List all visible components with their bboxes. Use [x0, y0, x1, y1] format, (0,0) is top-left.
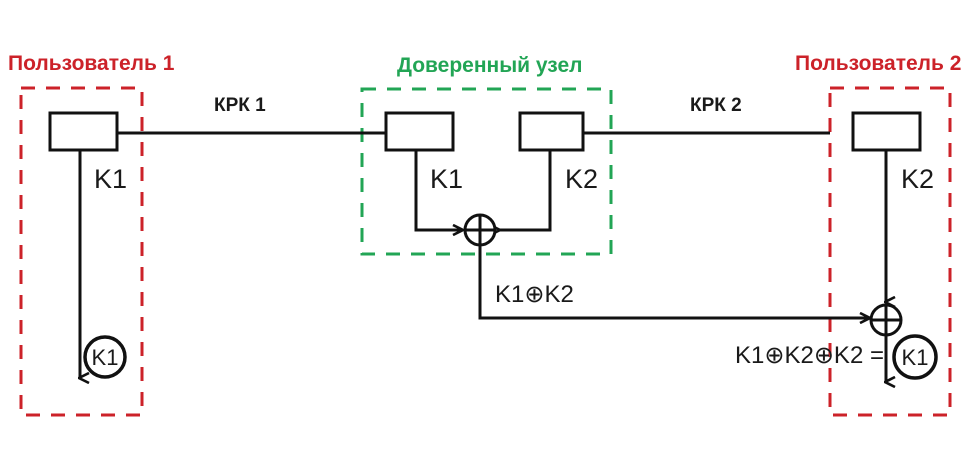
key-label-user2-box: K2 [901, 164, 934, 194]
wire-trusted-k2-to-xor [499, 150, 552, 230]
zone-boundary-user2 [828, 86, 952, 417]
wire-trusted-k1-to-xor [414, 150, 462, 230]
device-box-trusted-k1 [384, 111, 455, 152]
zone-boundary-trusted-node [360, 87, 613, 256]
key-label-trusted-k2: K2 [565, 164, 598, 194]
key-result-label-user2: K1 [902, 345, 929, 370]
zone-title-trusted-node: Доверенный узел [397, 54, 583, 77]
key-result-circle-user1 [83, 335, 127, 379]
zone-boundary-user1 [19, 86, 144, 417]
zone-title-user1: Пользователь 1 [8, 52, 175, 75]
xor-gate-user2 [869, 303, 903, 337]
xor-gate-trusted [463, 213, 497, 247]
link-label-kpk1: КРК 1 [214, 95, 266, 116]
zone-title-user2: Пользователь 2 [795, 52, 961, 75]
formula-user2-computation: K1⊕K2⊕K2 = [735, 342, 884, 369]
key-label-user1-box: K1 [94, 164, 127, 194]
formula-trusted-output: K1⊕K2 [495, 281, 574, 308]
key-result-label-user1: K1 [92, 345, 119, 370]
key-result-circle-user2 [892, 334, 938, 380]
device-box-trusted-k2 [518, 111, 585, 152]
device-box-user1 [48, 111, 119, 152]
device-box-user2 [851, 111, 922, 152]
key-label-trusted-k1: K1 [430, 164, 463, 194]
link-label-kpk2: КРК 2 [690, 95, 742, 116]
wire-xor-output-to-user2 [478, 245, 869, 318]
